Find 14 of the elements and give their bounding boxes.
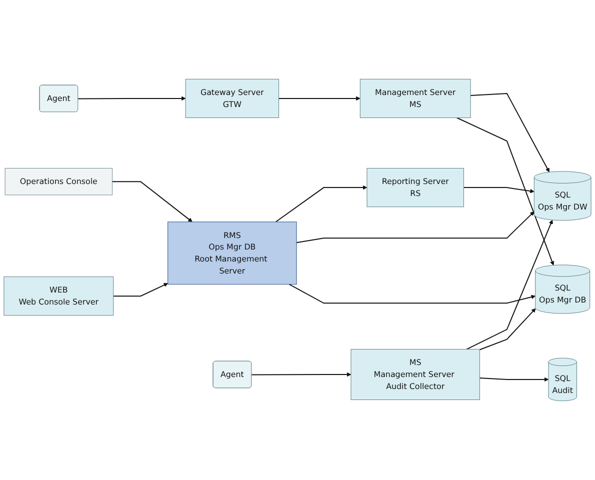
arrow — [466, 220, 553, 350]
arrow — [479, 308, 536, 350]
arrow — [78, 96, 186, 101]
arrow — [463, 187, 534, 194]
arrow — [278, 96, 360, 101]
arrow — [288, 284, 536, 304]
arrow — [112, 283, 168, 297]
arrow — [456, 117, 554, 266]
arrow — [251, 372, 352, 377]
arrow — [112, 181, 192, 222]
arrow — [479, 377, 549, 382]
arrow — [470, 92, 550, 172]
arrow — [275, 185, 368, 222]
arrow — [296, 211, 534, 244]
